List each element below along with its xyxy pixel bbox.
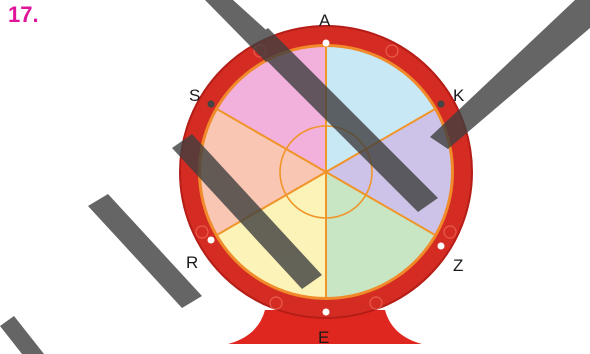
point-label-e: E (318, 328, 329, 347)
point-label-r: R (186, 253, 198, 272)
watermark-stripe-top-right (430, 0, 590, 149)
watermark-stripe-bottom-left (0, 316, 44, 354)
point-label-z: Z (453, 256, 463, 275)
point-label-a: A (319, 11, 331, 30)
point-z-dot (438, 243, 445, 250)
point-r-dot (208, 237, 215, 244)
point-a-dot (323, 40, 330, 47)
point-s-dot (208, 101, 215, 108)
point-label-s: S (189, 86, 200, 105)
point-e-dot (323, 309, 330, 316)
point-k-dot (438, 101, 445, 108)
point-label-k: K (453, 86, 465, 105)
